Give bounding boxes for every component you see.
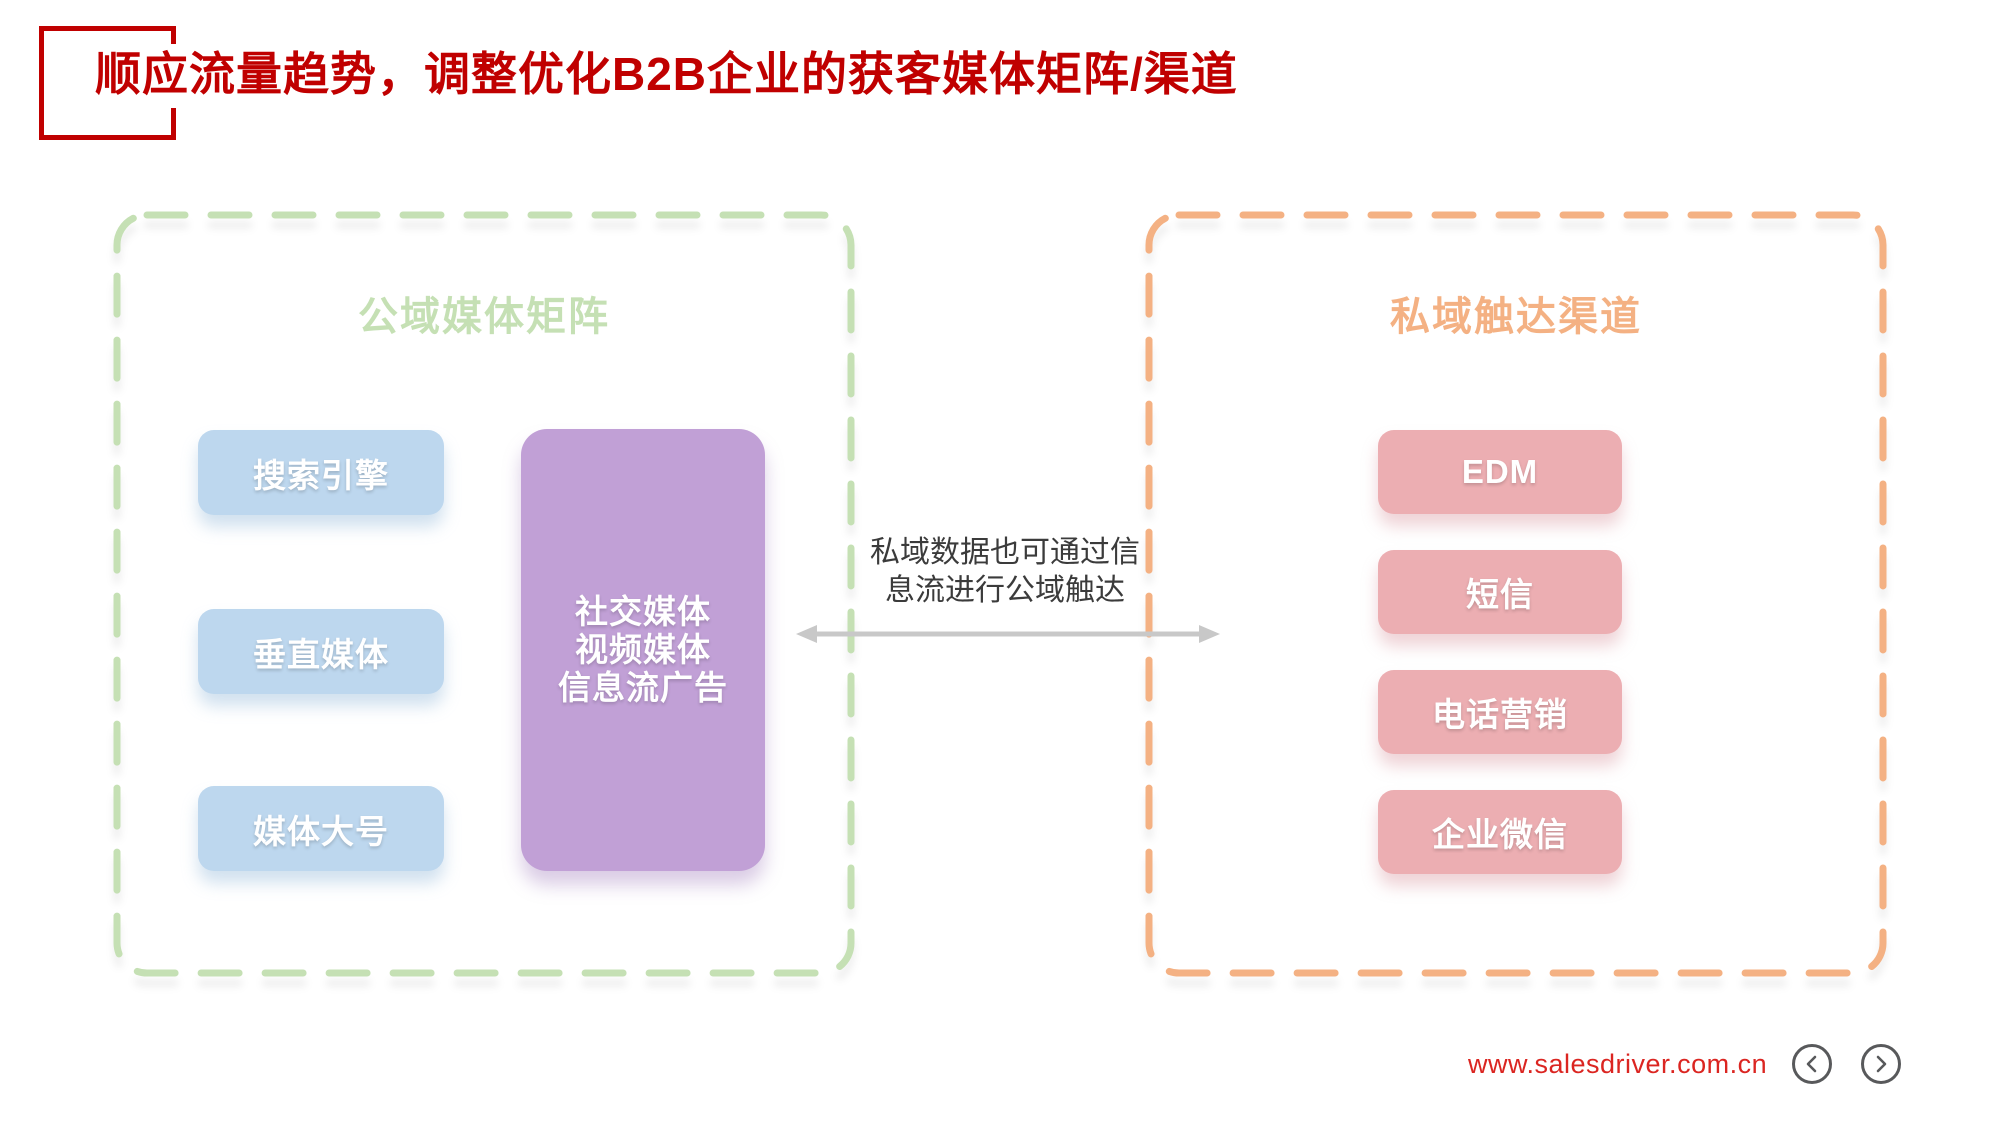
prev-button[interactable] xyxy=(1792,1044,1832,1084)
public-box-dashed-border xyxy=(113,211,855,977)
private-box-dashed-border xyxy=(1145,211,1887,977)
chip-media-big-accounts: 媒体大号 xyxy=(198,786,444,871)
feed-ads-line-1: 社交媒体 xyxy=(575,593,711,630)
connector-annotation-line-1: 私域数据也可通过信 xyxy=(870,536,1140,569)
chip-vertical-media: 垂直媒体 xyxy=(198,609,444,694)
connector-annotation-line-2: 息流进行公域触达 xyxy=(885,574,1125,607)
public-media-box: 公域媒体矩阵 搜索引擎 垂直媒体 媒体大号 社交媒体 视频媒体 信息流广告 xyxy=(112,210,856,978)
chip-edm: EDM xyxy=(1378,430,1622,514)
private-reach-box: 私域触达渠道 EDM 短信 电话营销 企业微信 xyxy=(1144,210,1888,978)
chip-telemarketing: 电话营销 xyxy=(1378,670,1622,754)
chevron-left-icon xyxy=(1806,1055,1817,1073)
chip-sms: 短信 xyxy=(1378,550,1622,634)
connector-annotation: 私域数据也可通过信 息流进行公域触达 xyxy=(835,534,1175,610)
footer-url-link[interactable]: www.salesdriver.com.cn xyxy=(1468,1049,1768,1079)
chip-wecom: 企业微信 xyxy=(1378,790,1622,874)
chevron-right-icon xyxy=(1876,1055,1887,1073)
page-title: 顺应流量趋势，调整优化B2B企业的获客媒体矩阵/渠道 xyxy=(85,44,1254,109)
private-box-title: 私域触达渠道 xyxy=(1390,295,1642,339)
public-box-title: 公域媒体矩阵 xyxy=(358,295,610,339)
feed-ads-line-2: 视频媒体 xyxy=(575,631,711,668)
bidirectional-arrow-icon xyxy=(796,625,1220,643)
feed-ads-block: 社交媒体 视频媒体 信息流广告 xyxy=(521,429,765,871)
feed-ads-line-3: 信息流广告 xyxy=(558,669,728,706)
next-button[interactable] xyxy=(1861,1044,1901,1084)
chip-search-engine: 搜索引擎 xyxy=(198,430,444,515)
